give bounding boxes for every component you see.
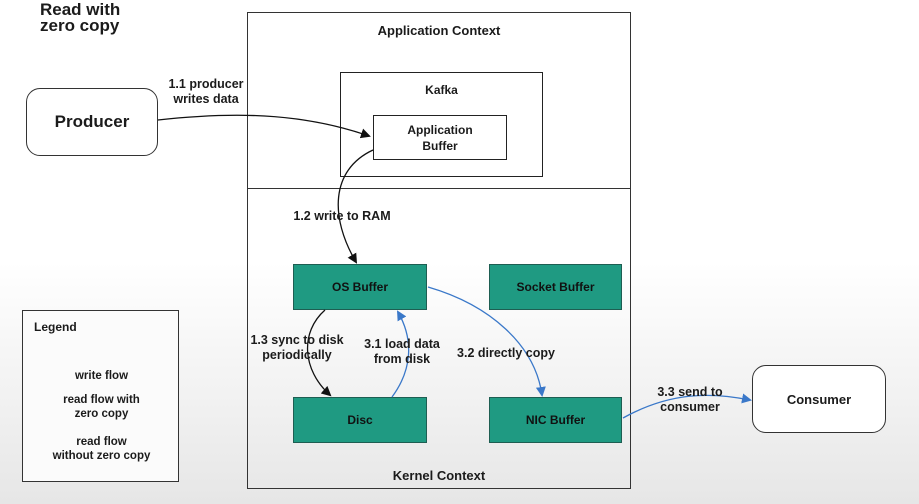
- arrow-os-buffer-to-disc: [306, 309, 332, 397]
- nic-buffer: NIC Buffer: [489, 397, 622, 443]
- edge-label-3-3-line-2: consumer: [660, 400, 720, 414]
- application-context-label: Application Context: [377, 23, 501, 38]
- kernel-context: Kernel Context: [247, 188, 631, 489]
- disc-node: Disc: [293, 397, 427, 443]
- arrow-os-buffer-to-nic-buffer: [427, 286, 546, 397]
- producer-node: Producer: [26, 88, 158, 156]
- edge-label-3-3: 3.3 send to consumer: [645, 385, 735, 415]
- socket-buffer-label: Socket Buffer: [516, 280, 595, 294]
- legend-read-no-zero-copy-label: read flow without zero copy: [23, 435, 180, 463]
- legend-title: Legend: [34, 320, 77, 334]
- legend-read-no-zero-copy-line-1: read flow: [76, 436, 127, 448]
- consumer-label: Consumer: [786, 391, 852, 407]
- producer-label: Producer: [54, 112, 130, 131]
- arrow-nic-buffer-to-consumer: [622, 393, 752, 419]
- socket-buffer: Socket Buffer: [489, 264, 622, 310]
- kernel-context-label: Kernel Context: [392, 468, 486, 483]
- legend-write-flow-label: write flow: [74, 370, 129, 382]
- edge-label-1-1: 1.1 producer writes data: [158, 77, 254, 107]
- kafka-label: Kafka: [425, 83, 458, 97]
- legend-read-zero-copy-line-1: read flow with: [63, 394, 140, 406]
- edge-label-1-2: 1.2 write to RAM: [293, 209, 391, 223]
- edge-label-1-3-line-2: periodically: [262, 348, 332, 362]
- edge-label-3-2: 3.2 directly copy: [457, 346, 555, 360]
- edge-label-3-1-line-2: from disk: [373, 352, 431, 366]
- diagram-title: Read with zero copy: [40, 0, 121, 35]
- consumer-node: Consumer: [752, 365, 886, 433]
- legend-read-zero-copy-label: read flow with zero copy: [23, 393, 180, 421]
- arrow-producer-to-app-buffer: [157, 114, 371, 139]
- edge-label-1-1-line-1: 1.1 producer: [168, 77, 244, 91]
- legend: Legend write flow read flow with zero co…: [22, 310, 179, 482]
- edge-label-3-1-line-1: 3.1 load data: [364, 337, 440, 351]
- application-buffer-line-2: Buffer: [422, 139, 458, 153]
- edge-label-3-3-line-1: 3.3 send to: [657, 385, 723, 399]
- arrow-disc-to-os-buffer: [391, 310, 410, 398]
- edge-label-1-3-line-1: 1.3 sync to disk: [250, 333, 344, 347]
- arrow-app-buffer-to-os-buffer: [337, 149, 374, 264]
- application-context: Application Context: [247, 12, 631, 188]
- os-buffer: OS Buffer: [293, 264, 427, 310]
- edge-label-1-3: 1.3 sync to disk periodically: [243, 333, 351, 363]
- edge-label-3-1: 3.1 load data from disk: [352, 337, 452, 367]
- nic-buffer-label: NIC Buffer: [525, 413, 586, 427]
- application-buffer: Application Buffer: [373, 115, 507, 160]
- disc-label: Disc: [347, 413, 373, 427]
- edge-label-1-1-line-2: writes data: [173, 92, 239, 106]
- legend-read-no-zero-copy-line-2: without zero copy: [52, 450, 151, 462]
- title-line-1: Read with: [40, 0, 121, 19]
- application-buffer-line-1: Application: [407, 123, 473, 137]
- title-line-2: zero copy: [40, 16, 120, 35]
- os-buffer-label: OS Buffer: [331, 280, 388, 294]
- legend-read-zero-copy-line-2: zero copy: [74, 408, 129, 420]
